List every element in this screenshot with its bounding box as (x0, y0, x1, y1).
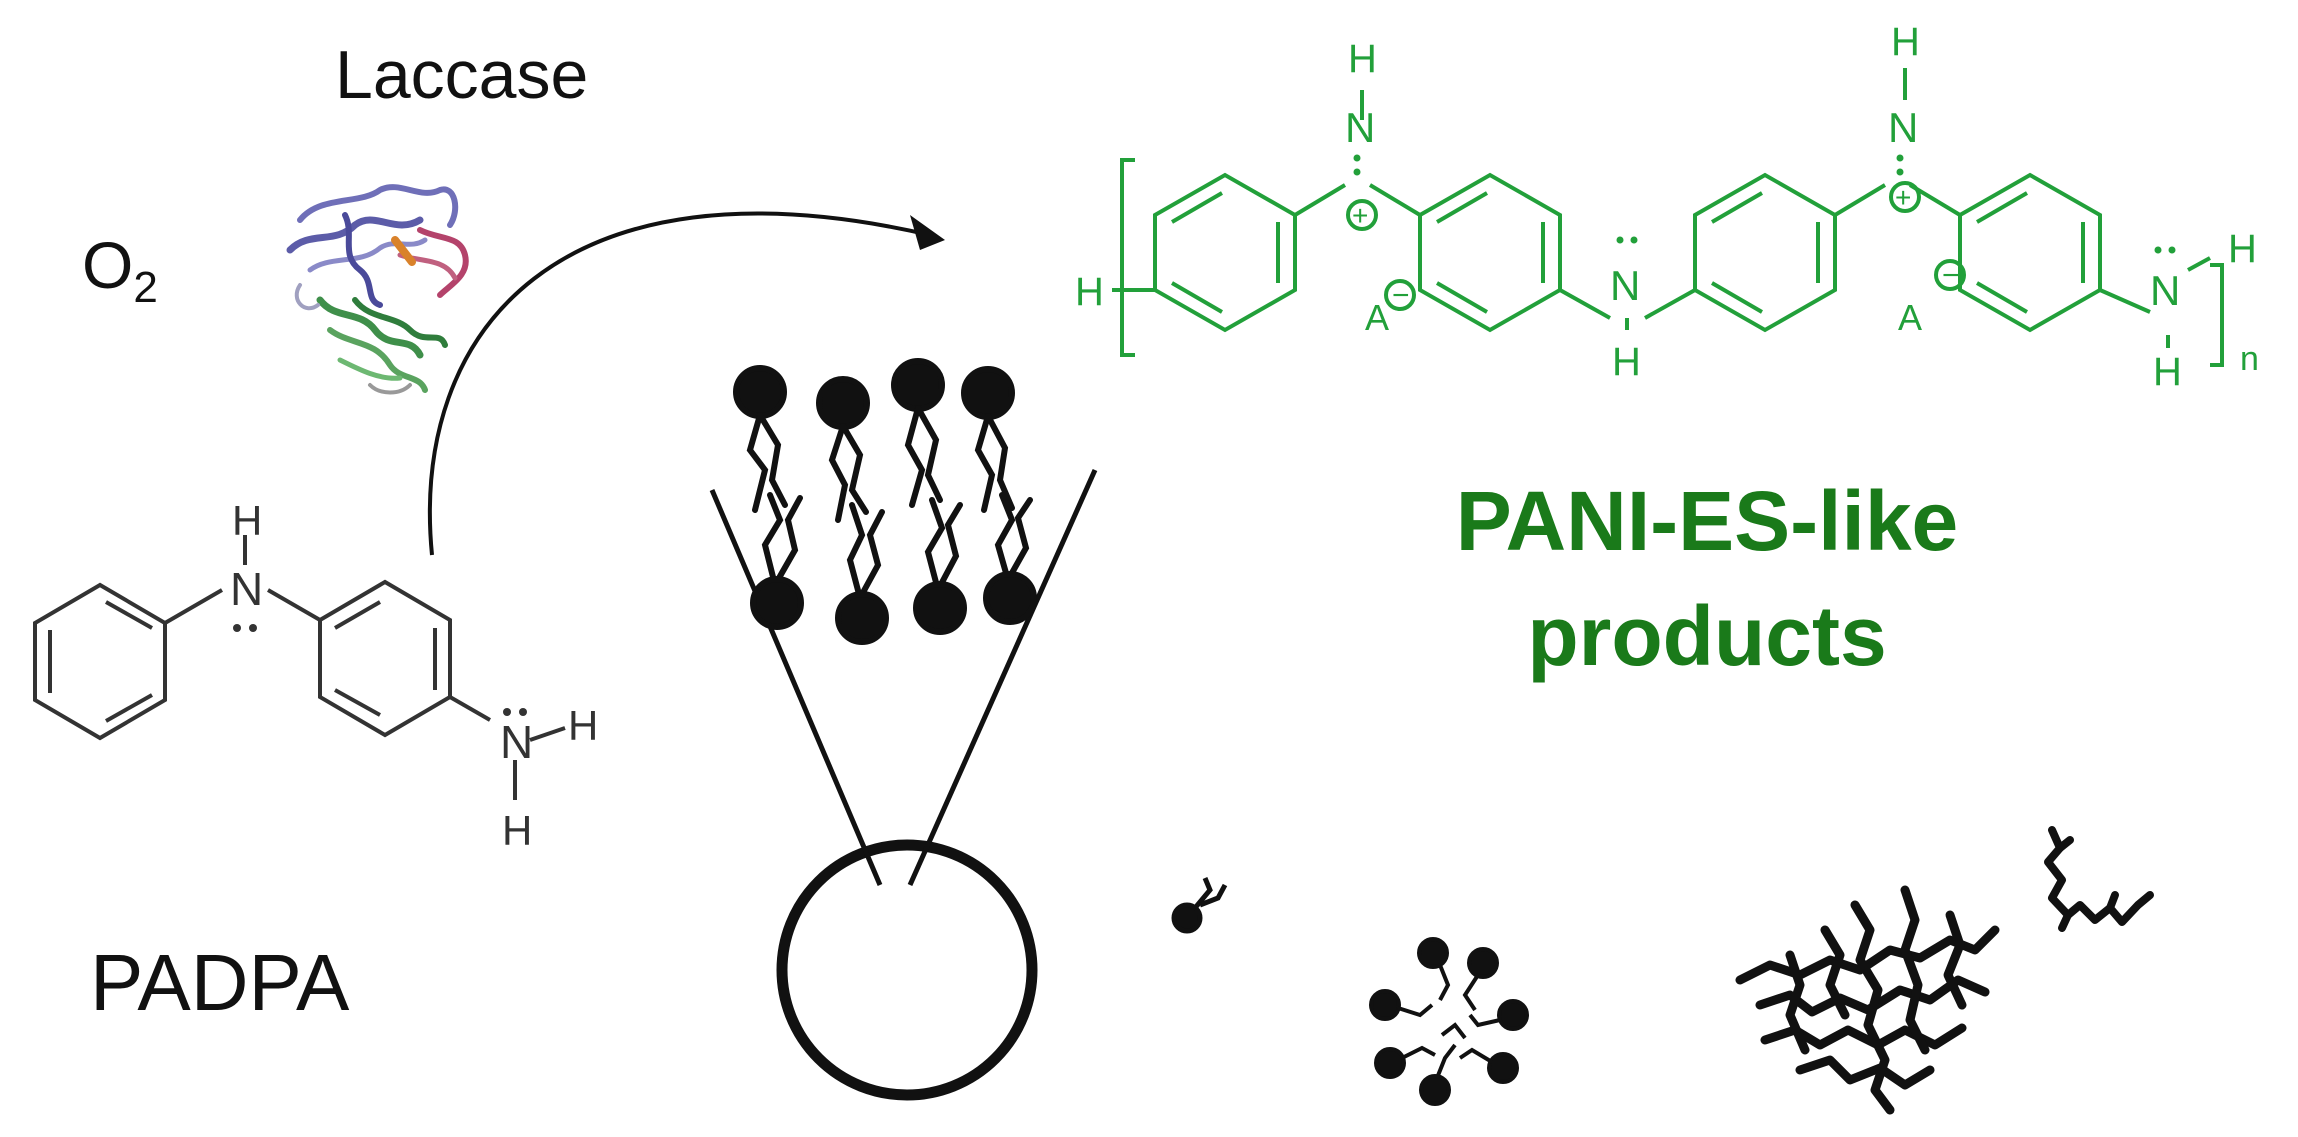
protein-ribbon-structure-icon (286, 184, 469, 395)
pani-minus2: − (1942, 259, 1960, 292)
oxygen-label: O2 (82, 228, 158, 312)
padpa-structure (33, 535, 566, 800)
polymer-chain-icon (2044, 826, 2154, 932)
pani-n-top1: N (1345, 104, 1375, 151)
pani-anion1: A (1365, 297, 1389, 338)
padpa-name: PADPA (90, 938, 350, 1027)
pani-es-structure (1112, 68, 2224, 367)
padpa-h2a: H (568, 702, 598, 749)
pani-n-bot1: N (1610, 262, 1640, 309)
pani-anion2: A (1898, 297, 1922, 338)
oxygen-subscript: 2 (133, 263, 157, 312)
pani-h-left: H (1075, 270, 1104, 314)
pani-repeat-n: n (2240, 340, 2259, 378)
pani-h-top2: H (1891, 20, 1920, 64)
pani-n-top2: N (1888, 104, 1918, 151)
lipid-vesicle-circle-icon (709, 468, 1098, 1101)
branched-polymer-aggregate-icon (1735, 885, 2000, 1115)
laccase-label: Laccase (335, 37, 588, 113)
pani-plus2: + (1895, 182, 1911, 213)
reaction-arrow (427, 211, 945, 556)
padpa-n1: N (230, 563, 263, 615)
pani-h-end1: H (2228, 227, 2257, 271)
pani-n-end: N (2150, 267, 2180, 314)
product-title-line1: PANI-ES-like (1456, 474, 1959, 568)
pani-es-atom-labels: H H N + A − N H H N + A − N H H n (1075, 20, 2259, 394)
pani-h-bot1: H (1612, 340, 1641, 384)
oxygen-symbol: O (82, 228, 133, 302)
pani-h-top1: H (1348, 37, 1377, 81)
pani-minus1: − (1392, 279, 1410, 312)
lipid-bilayer-zoom-icon (733, 358, 1037, 645)
padpa-n2: N (500, 716, 533, 768)
single-lipid-icon (1171, 877, 1228, 934)
pani-h-end2: H (2153, 350, 2182, 394)
padpa-h2b: H (502, 807, 532, 854)
padpa-atom-labels: H N N H H (230, 497, 598, 854)
padpa-h1: H (232, 497, 262, 544)
pani-plus1: + (1352, 200, 1368, 231)
product-title-line2: products (1527, 589, 1886, 683)
micelle-icon (1369, 937, 1529, 1106)
